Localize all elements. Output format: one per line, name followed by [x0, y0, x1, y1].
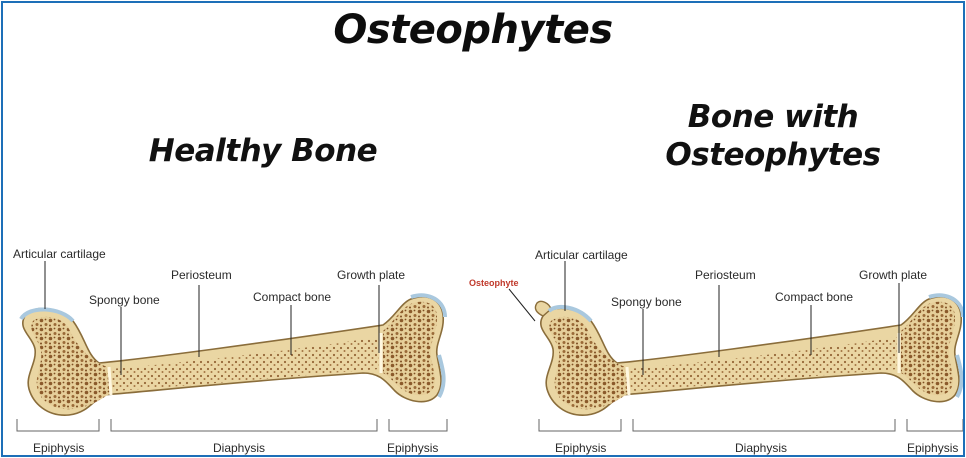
bones-illustration: Articular cartilage Spongy bone Perioste…: [3, 3, 963, 455]
label-diaphysis: Diaphysis: [213, 441, 265, 455]
label-articular-cartilage-2: Articular cartilage: [535, 248, 628, 262]
label-diaphysis-2: Diaphysis: [735, 441, 787, 455]
healthy-brackets: [17, 419, 447, 431]
label-compact-bone: Compact bone: [253, 290, 331, 304]
label-epiphysis-right: Epiphysis: [387, 441, 438, 455]
label-spongy-bone: Spongy bone: [89, 293, 160, 307]
label-epiphysis-left-2: Epiphysis: [555, 441, 606, 455]
label-articular-cartilage: Articular cartilage: [13, 247, 106, 261]
healthy-bone: [21, 295, 445, 415]
healthy-growth-plate-left: [109, 367, 111, 395]
label-periosteum: Periosteum: [171, 268, 232, 282]
label-spongy-bone-2: Spongy bone: [611, 295, 682, 309]
label-osteophyte: Osteophyte: [469, 278, 519, 288]
label-compact-bone-2: Compact bone: [775, 290, 853, 304]
label-epiphysis-right-2: Epiphysis: [907, 441, 958, 455]
label-epiphysis-left: Epiphysis: [33, 441, 84, 455]
label-growth-plate-2: Growth plate: [859, 268, 927, 282]
osteophyte-growth-plate-left: [627, 367, 629, 395]
osteophyte-brackets: [539, 419, 963, 431]
label-growth-plate: Growth plate: [337, 268, 405, 282]
label-periosteum-2: Periosteum: [695, 268, 756, 282]
